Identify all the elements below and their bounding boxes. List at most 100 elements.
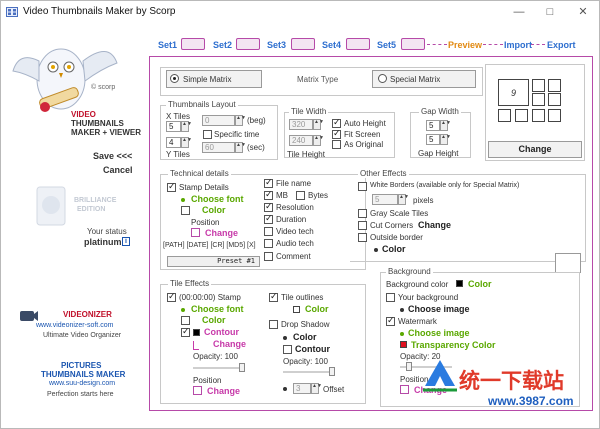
outline-color-button[interactable]: Color [305,304,329,314]
preset-field[interactable]: Preset #1 [167,256,260,267]
save-button[interactable]: Save <<< [93,151,133,161]
step-set2[interactable]: Set2 [213,40,233,50]
step-preview[interactable]: Preview [448,40,483,50]
shadow-opacity-knob[interactable] [329,367,335,376]
contour-checkbox[interactable] [181,326,190,337]
maximize-button[interactable]: □ [546,6,554,18]
shadow-color-button[interactable]: Color [293,332,317,342]
stamp-tags[interactable]: [PATH] [DATE] [CR] [MD5] [X] [163,242,256,249]
step-set5[interactable]: Set5 [377,40,397,50]
shadow-contour-checkbox[interactable] [283,345,292,354]
contour-button[interactable]: Contour [204,327,239,337]
tile-color-button[interactable]: Color [202,315,226,325]
step-set1-pencil-icon[interactable] [181,38,205,50]
background-color-button[interactable]: Color [468,279,492,289]
step-set3[interactable]: Set3 [267,40,287,50]
tile-height-stepper[interactable]: ▲▼ [313,135,324,146]
outline-swatch[interactable] [293,306,300,313]
pictures-link[interactable]: www.suu-design.com [49,380,116,387]
cut-corners-change-button[interactable]: Change [418,220,452,230]
transparency-color-button[interactable]: Transparency Color [411,340,496,350]
shadow-opacity-slider[interactable] [283,371,335,373]
tile-outlines-checkbox[interactable] [269,291,278,302]
technical-color-checkbox[interactable] [181,206,190,215]
step-set2-pencil-icon[interactable] [236,38,260,50]
sec-stepper[interactable]: ▲▼ [235,142,246,153]
technical-position-change-button[interactable]: Change [205,228,239,238]
audio-tech-checkbox[interactable] [264,239,273,248]
tile-opacity-knob[interactable] [239,363,245,372]
tile-height-input[interactable]: 240 [289,135,313,146]
bytes-checkbox[interactable] [296,191,305,200]
tile-color-checkbox[interactable] [181,316,190,325]
tile-choose-font-button[interactable]: Choose font [191,304,244,314]
simple-matrix-option[interactable] [166,70,262,88]
videonizer-link[interactable]: www.videonizer-soft.com [36,322,114,329]
beg-input[interactable]: 0 [202,115,235,126]
your-background-checkbox[interactable] [386,293,395,302]
offset-input[interactable]: 3 [293,383,311,394]
gap-height-stepper[interactable]: ▲▼ [440,134,451,145]
y-tiles-stepper[interactable]: ▲▼ [181,137,192,148]
specific-time-checkbox[interactable] [203,130,212,139]
duration-checkbox[interactable] [264,213,273,224]
offset-stepper[interactable]: ▲▼ [311,383,322,394]
beg-stepper[interactable]: ▲▼ [235,115,246,126]
step-set5-pencil-icon[interactable] [401,38,425,50]
minimize-button[interactable]: — [513,6,525,18]
x-tiles-input[interactable]: 5 [166,121,181,132]
outside-border-color-button[interactable]: Color [382,244,406,254]
gap-width-input[interactable]: 5 [426,120,440,131]
outside-border-swatch[interactable] [555,253,581,273]
step-export[interactable]: Export [547,40,576,50]
as-original-checkbox[interactable] [332,140,341,149]
time-stamp-checkbox[interactable] [167,291,176,302]
cut-corners-checkbox[interactable] [358,221,367,230]
transparency-swatch[interactable] [400,341,407,348]
mb-checkbox[interactable] [264,189,273,200]
sec-input[interactable]: 60 [202,142,235,153]
step-set4-pencil-icon[interactable] [346,38,370,50]
stamp-details-checkbox[interactable] [167,181,176,192]
gray-scale-checkbox[interactable] [358,209,367,218]
tile-width-stepper[interactable]: ▲▼ [313,119,324,130]
special-matrix-radio[interactable] [378,74,387,83]
watermark-opacity-slider[interactable] [400,366,452,368]
outside-border-checkbox[interactable] [358,233,367,242]
tile-width-input[interactable]: 320 [289,119,313,130]
step-set1[interactable]: Set1 [158,40,178,50]
border-pixels-stepper[interactable]: ▲▼ [398,194,409,205]
resolution-checkbox[interactable] [264,201,273,212]
contour-change-button[interactable]: Change [213,339,247,349]
cancel-button[interactable]: Cancel [103,165,133,175]
watermark-opacity-knob[interactable] [406,362,412,371]
step-import[interactable]: Import [504,40,532,50]
file-name-checkbox[interactable] [264,177,273,188]
matrix-change-button[interactable]: Change [488,141,582,158]
gap-width-stepper[interactable]: ▲▼ [440,120,451,131]
tile-opacity-slider[interactable] [193,367,245,369]
video-tech-checkbox[interactable] [264,227,273,236]
shadow-contour-button[interactable]: Contour [295,344,330,354]
y-tiles-input[interactable]: 4 [166,137,181,148]
x-tiles-stepper[interactable]: ▲▼ [181,121,192,132]
technical-choose-font-button[interactable]: Choose font [191,194,244,204]
info-icon[interactable]: i [122,237,130,246]
white-borders-checkbox[interactable] [358,182,367,191]
background-color-swatch[interactable] [456,280,463,287]
comment-checkbox[interactable] [264,252,273,261]
fit-screen-checkbox[interactable] [332,128,341,139]
close-button[interactable]: ✕ [578,6,588,18]
background-choose-image-button[interactable]: Choose image [408,304,470,314]
drop-shadow-checkbox[interactable] [269,320,278,329]
tile-position-change-button[interactable]: Change [207,386,241,396]
technical-color-button[interactable]: Color [202,205,226,215]
watermark-choose-image-button[interactable]: Choose image [408,328,470,338]
watermark-checkbox[interactable] [386,315,395,326]
gap-height-input[interactable]: 5 [426,134,440,145]
border-pixels-input[interactable]: 5 [372,194,398,205]
step-set4[interactable]: Set4 [322,40,342,50]
auto-height-checkbox[interactable] [332,117,341,128]
step-set3-pencil-icon[interactable] [291,38,315,50]
contour-swatch[interactable] [193,329,200,336]
